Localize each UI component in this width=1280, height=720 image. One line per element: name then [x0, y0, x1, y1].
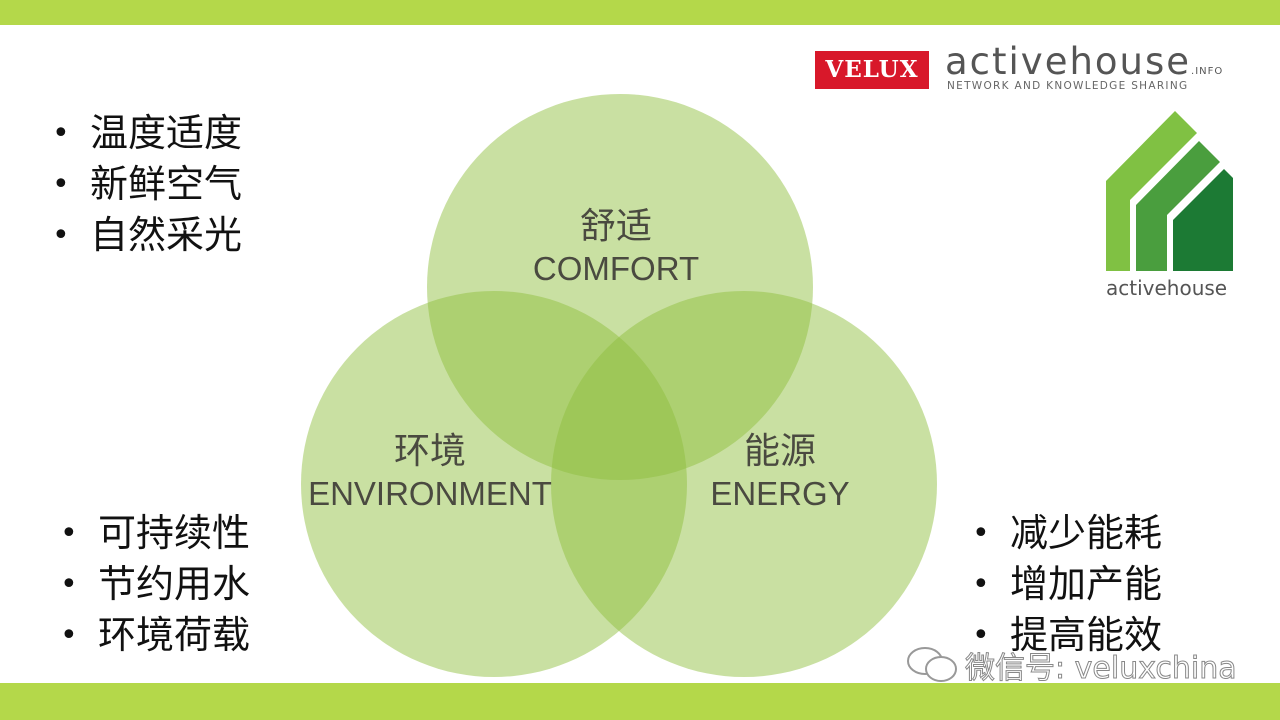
label-energy: 能源 ENERGY [710, 430, 849, 514]
list-item: 可持续性 [60, 508, 250, 559]
top-accent-bar [0, 0, 1280, 25]
list-item: 环境荷载 [60, 610, 250, 661]
velux-logo: VELUX [815, 51, 929, 89]
list-item: 自然采光 [52, 210, 242, 261]
label-environment-cn: 环境 [393, 431, 466, 472]
tagline: NETWORK AND KNOWLEDGE SHARING [947, 80, 1189, 92]
comfort-bullet-list: 温度适度 新鲜空气 自然采光 [52, 108, 242, 261]
list-item: 节约用水 [60, 559, 250, 610]
circle-energy [551, 291, 937, 677]
list-item: 温度适度 [52, 108, 242, 159]
activehouse-info-logo: activehouse.INFO [945, 40, 1223, 94]
label-energy-en: ENERGY [710, 475, 850, 512]
circle-environment [301, 291, 687, 677]
info-suffix: .INFO [1191, 66, 1224, 77]
activehouse-wordmark: activehouse [945, 40, 1192, 83]
label-comfort-en: COMFORT [532, 250, 700, 287]
label-comfort: 舒适 COMFORT [533, 205, 699, 289]
label-comfort-cn: 舒适 [579, 206, 652, 247]
list-item: 新鲜空气 [52, 159, 242, 210]
wechat-icon [907, 647, 957, 682]
bottom-accent-bar [0, 683, 1280, 720]
energy-bullet-list: 减少能耗 增加产能 提高能效 [972, 508, 1162, 661]
activehouse-logo-name: activehouse [1106, 276, 1228, 300]
environment-bullet-list: 可持续性 节约用水 环境荷载 [60, 508, 250, 661]
label-environment-en: ENVIRONMENT [308, 475, 552, 512]
list-item: 减少能耗 [972, 508, 1162, 559]
circle-comfort [427, 94, 813, 480]
wechat-watermark: 微信号: veluxchina [905, 643, 1237, 687]
label-energy-cn: 能源 [743, 431, 816, 472]
activehouse-house-icon [1106, 111, 1233, 271]
list-item: 提高能效 [972, 610, 1162, 661]
label-environment: 环境 ENVIRONMENT [308, 430, 552, 514]
list-item: 增加产能 [972, 559, 1162, 610]
watermark-text: 微信号: veluxchina [965, 651, 1238, 687]
